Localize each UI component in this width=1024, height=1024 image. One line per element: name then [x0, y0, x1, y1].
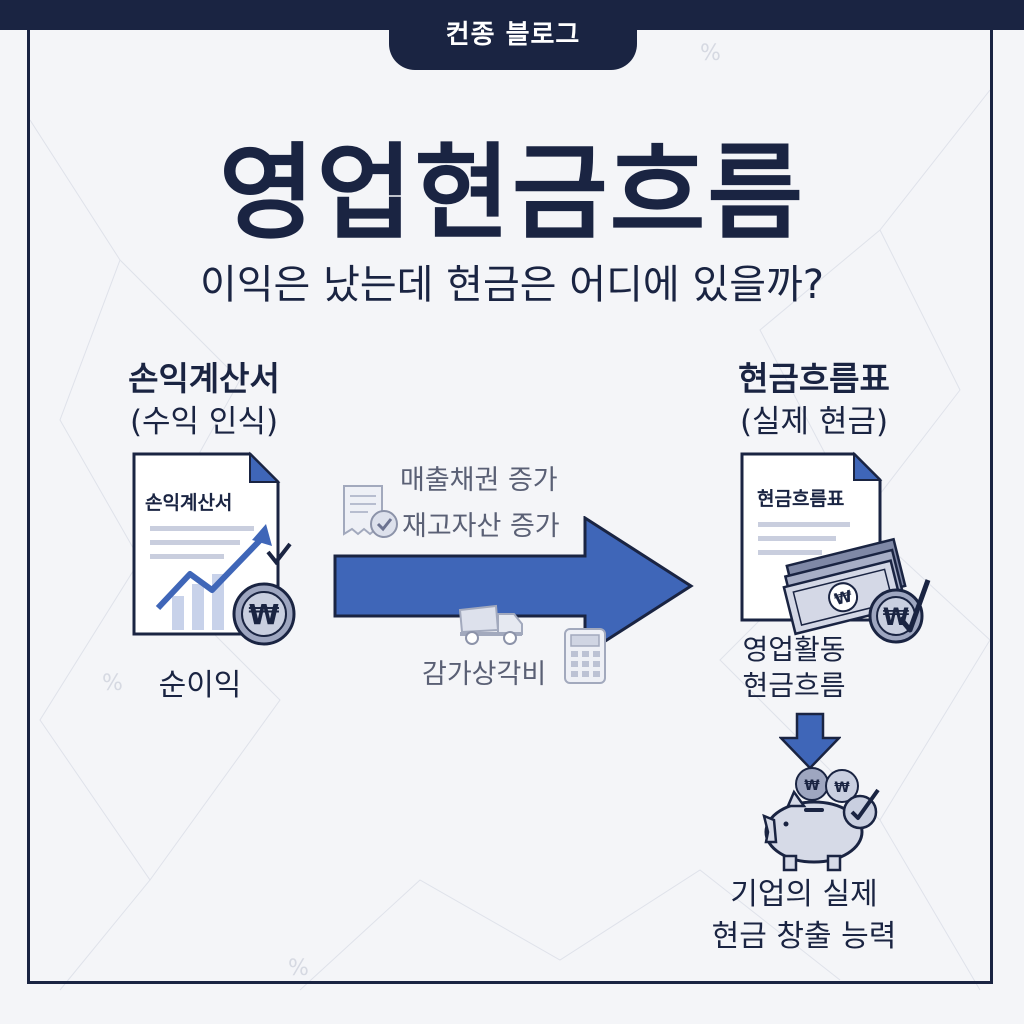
calculator-icon — [564, 628, 606, 684]
cash-flow-doc-title: 현금흐름표 — [757, 488, 845, 510]
receivables-increase-label: 매출채권 증가 — [400, 465, 558, 496]
real-cash-generation-line2: 현금 창출 능력 — [711, 919, 897, 954]
down-arrow-icon — [779, 712, 841, 770]
svg-text:₩: ₩ — [249, 598, 280, 631]
operating-cash-flow-line2: 현금흐름 — [742, 669, 846, 702]
cash-flow-document-icon: ₩ ₩ — [740, 451, 931, 644]
inventory-increase-label: 재고자산 증가 — [402, 511, 560, 542]
piggy-bank-icon: ₩ ₩ — [762, 767, 880, 872]
won-coin-icon: ₩ — [232, 582, 296, 646]
income-statement-subtitle: (수익 인식) — [129, 404, 279, 440]
svg-text:₩: ₩ — [804, 778, 820, 794]
cash-flow-statement-subtitle: (실제 현금) — [739, 404, 889, 440]
checkmark-icon — [898, 579, 931, 633]
page-frame — [27, 28, 993, 984]
cash-flow-statement-title: 현금흐름표 — [738, 359, 890, 398]
net-income-label: 순이익 — [158, 668, 242, 703]
percent-icon: % — [288, 956, 309, 981]
truck-icon — [458, 604, 523, 645]
checkmark-icon — [850, 788, 880, 820]
operating-cash-flow-label: 영업활동 현금흐름 — [724, 632, 864, 704]
blog-tab-label: 컨종 블로그 — [445, 20, 581, 50]
page-subtitle: 이익은 났는데 현금은 어디에 있을까? — [199, 262, 825, 308]
blog-tab: 컨종 블로그 — [389, 0, 637, 70]
depreciation-label: 감가상각비 — [422, 659, 547, 690]
percent-icon: % — [700, 41, 721, 66]
income-statement-document-icon: ₩ — [132, 451, 296, 646]
real-cash-generation-label: 기업의 실제 현금 창출 능력 — [684, 874, 924, 958]
flow-arrow — [333, 516, 694, 656]
won-coin-icon: ₩ ₩ — [795, 767, 859, 803]
percent-icon: % — [102, 671, 123, 696]
rising-chart-icon — [155, 531, 269, 611]
operating-cash-flow-line1: 영업활동 — [742, 633, 846, 666]
banknote-stack-icon: ₩ — [782, 537, 907, 636]
receipt-icon — [343, 485, 398, 538]
income-statement-doc-title: 손익계산서 — [145, 492, 233, 514]
svg-text:₩: ₩ — [834, 780, 850, 796]
checkmark-icon — [266, 542, 292, 566]
svg-text:₩: ₩ — [832, 586, 854, 609]
page-title: 영업현금흐름 — [218, 132, 806, 254]
real-cash-generation-line1: 기업의 실제 — [730, 877, 878, 912]
income-statement-title: 손익계산서 — [128, 359, 280, 398]
